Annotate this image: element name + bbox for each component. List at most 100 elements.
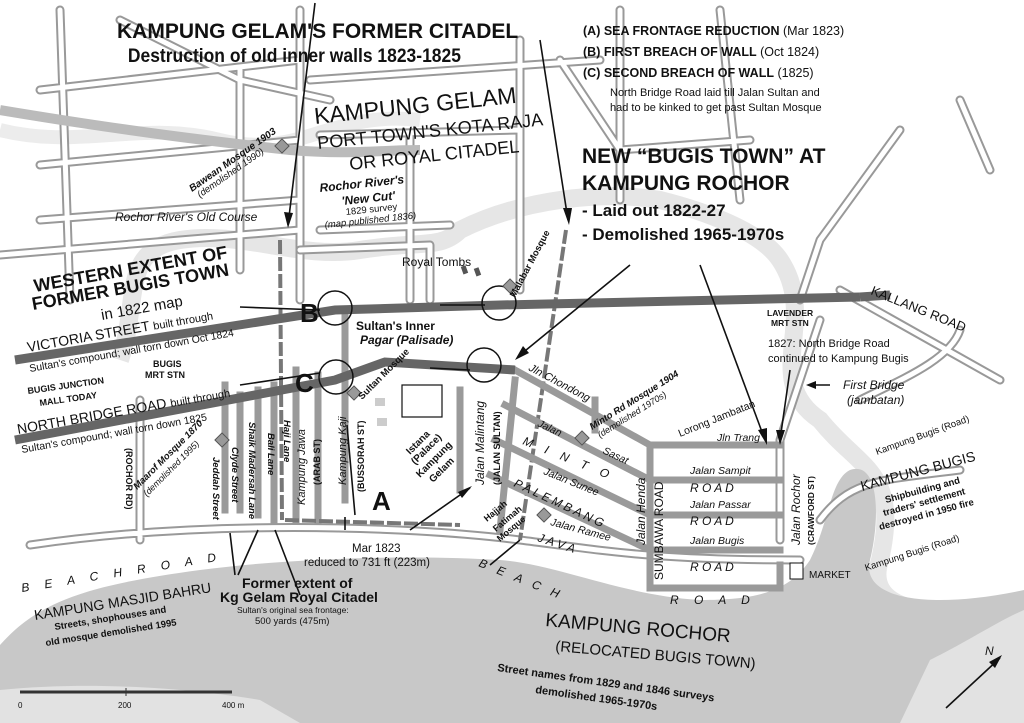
label-former-extent3: Sultan's original sea frontage: [237,605,349,615]
breach-circle-4 [466,347,502,383]
label-kallang-road: KALLANG ROAD [869,283,968,335]
royal-tombs-marker [460,265,469,275]
label-kampung-jawa: Kampung Jawa [296,429,308,505]
legend-a-date: (Mar 1823) [783,24,844,38]
breach-b-circle [317,290,353,326]
label-jeddah: Jeddah Street [210,457,221,521]
svg-text:(A) SEA FRONTAGE REDUCTION (Ma: (A) SEA FRONTAGE REDUCTION (Mar 1823) [583,24,844,38]
market-icon [789,562,804,580]
label-1827-1: 1827: North Bridge Road [768,338,890,350]
scale-label-0: 0 [18,701,23,710]
label-java-road: J A V A [535,530,577,556]
label-old-course: Rochor River's Old Course [115,210,258,224]
svg-text:(C) SECOND BREACH OF WALL (182: (C) SECOND BREACH OF WALL (1825) [583,66,814,80]
minto-mosque-icon [574,430,590,446]
label-bugis-mrt1: BUGIS [153,359,182,369]
label-sumbawa: SUMBAWA ROAD [652,481,666,580]
label-bugis-mrt2: MRT STN [145,370,185,380]
breach-c-circle [318,359,354,395]
label-minto-mosque: Minto Rd Mosque 1904 [588,368,682,432]
citadel-title: KAMPUNG GELAM'S FORMER CITADEL [117,20,518,43]
label-kampung-kaji: Kampung Kaji [337,416,349,485]
label-road1: R O A D [690,481,734,495]
label-royal-tombs: Royal Tombs [402,255,471,269]
label-new-cut2: 'New Cut' [341,188,397,208]
label-pagar1: Sultan's Inner [356,319,435,333]
label-lavender: LAVENDER [767,308,813,318]
marker-b: B [300,298,319,328]
label-first-bridge2: (jambatan) [847,393,904,407]
label-1827-2: continued to Kampung Bugis [768,353,909,365]
north-arrow-label: N [985,644,994,658]
legend-a: (A) SEA FRONTAGE REDUCTION [583,24,780,38]
label-haji: Haji Lane [281,420,292,463]
label-market: MARKET [809,570,851,581]
istana-building [401,384,443,418]
sea [0,468,1024,723]
label-clyde: Clyde Street [229,447,240,503]
bugis-town-title2: KAMPUNG ROCHOR [582,172,790,195]
scale-bar: 0 200 400 m [18,688,245,710]
bugis-town-laid-out: - Laid out 1822-27 [582,201,726,220]
label-malintang: Jalan Malintang [473,401,487,486]
bawean-mosque-icon [274,138,290,154]
legend-b-date: (Oct 1824) [760,45,819,59]
label-bali: Bali Lane [265,433,276,476]
label-jalan-bugis: Jalan Bugis [689,535,745,547]
label-lavender2: MRT STN [771,318,809,328]
label-first-bridge1: First Bridge [843,378,905,392]
legend-b: (B) FIRST BREACH OF WALL [583,45,757,59]
label-shaik: Shaik Madersah Lane [246,422,257,520]
legend-note2: had to be kinked to get past Sultan Mosq… [610,102,822,114]
label-arab-st: (ARAB ST) [312,439,322,485]
label-bussorah: (BUSSORAH ST) [356,420,366,492]
svg-text:(B) FIRST BREACH OF WALL (Oct: (B) FIRST BREACH OF WALL (Oct 1824) [583,45,819,59]
map-labels: Bawean Mosque 1903 (demolished 1990) Roc… [16,126,977,713]
label-jalan-rochor: Jalan Rochor [789,473,803,546]
sultan-mosque-icon [346,385,362,401]
label-former-extent1: Former extent of [242,575,353,591]
label-jalan-passar: Jalan Passar [689,499,751,511]
arrows [229,2,1002,709]
label-former-extent2: Kg Gelam Royal Citadel [220,589,378,605]
street-grid [0,5,1005,565]
label-crawford: (CRAWFORD ST) [806,476,816,545]
label-road2: R O A D [690,514,734,528]
label-jalan-sasat1: Jalan [535,417,564,439]
label-beach-road-east2: R O A D [670,593,756,607]
label-new-cut3: 1829 survey [345,202,398,218]
label-jln-trang: Jln Trang [716,432,760,444]
label-jalan-sampit: Jalan Sampit [689,465,752,477]
legend-c: (C) SECOND BREACH OF WALL [583,66,774,80]
label-pagar2: Pagar (Palisade) [360,333,453,347]
scale-label-400: 400 m [222,701,245,710]
label-rochor-rd: (ROCHOR RD) [124,448,134,510]
label-malabar: Malabar Mosque [508,229,553,300]
scale-label-200: 200 [118,701,132,710]
label-jalan-henda: Jalan Henda [634,477,648,546]
legend-c-date: (1825) [777,66,813,80]
label-kampung-bugis-road1: Kampung Bugis (Road) [874,414,971,458]
marker-a: A [372,486,391,516]
bugis-town-demolished: - Demolished 1965-1970s [582,225,784,244]
kampung-rochor-roads [485,365,784,592]
bugis-town-title1: NEW “BUGIS TOWN” AT [582,145,826,168]
citadel-lanes [221,229,568,541]
se-land [900,610,1024,723]
label-road3: R O A D [690,560,734,574]
malabar-mosque-icon [502,278,518,294]
hajjah-fatimah-mosque-icon [536,507,552,523]
breach-circle-3 [481,285,517,321]
victoria-street-line [14,292,861,365]
marker-c: C [295,368,314,398]
label-former-extent4: 500 yards (475m) [255,616,329,627]
label-mar1823-2: reduced to 731 ft (223m) [304,557,430,569]
label-mar1823-1: Mar 1823 [352,543,401,555]
maarof-mosque-icon [214,432,230,448]
lower-land [0,685,300,723]
label-jalan-sultan: (JALAN SULTAN) [492,411,502,485]
north-bridge-road-line [14,357,516,445]
citadel-subtitle: Destruction of old inner walls 1823-1825 [128,44,461,66]
